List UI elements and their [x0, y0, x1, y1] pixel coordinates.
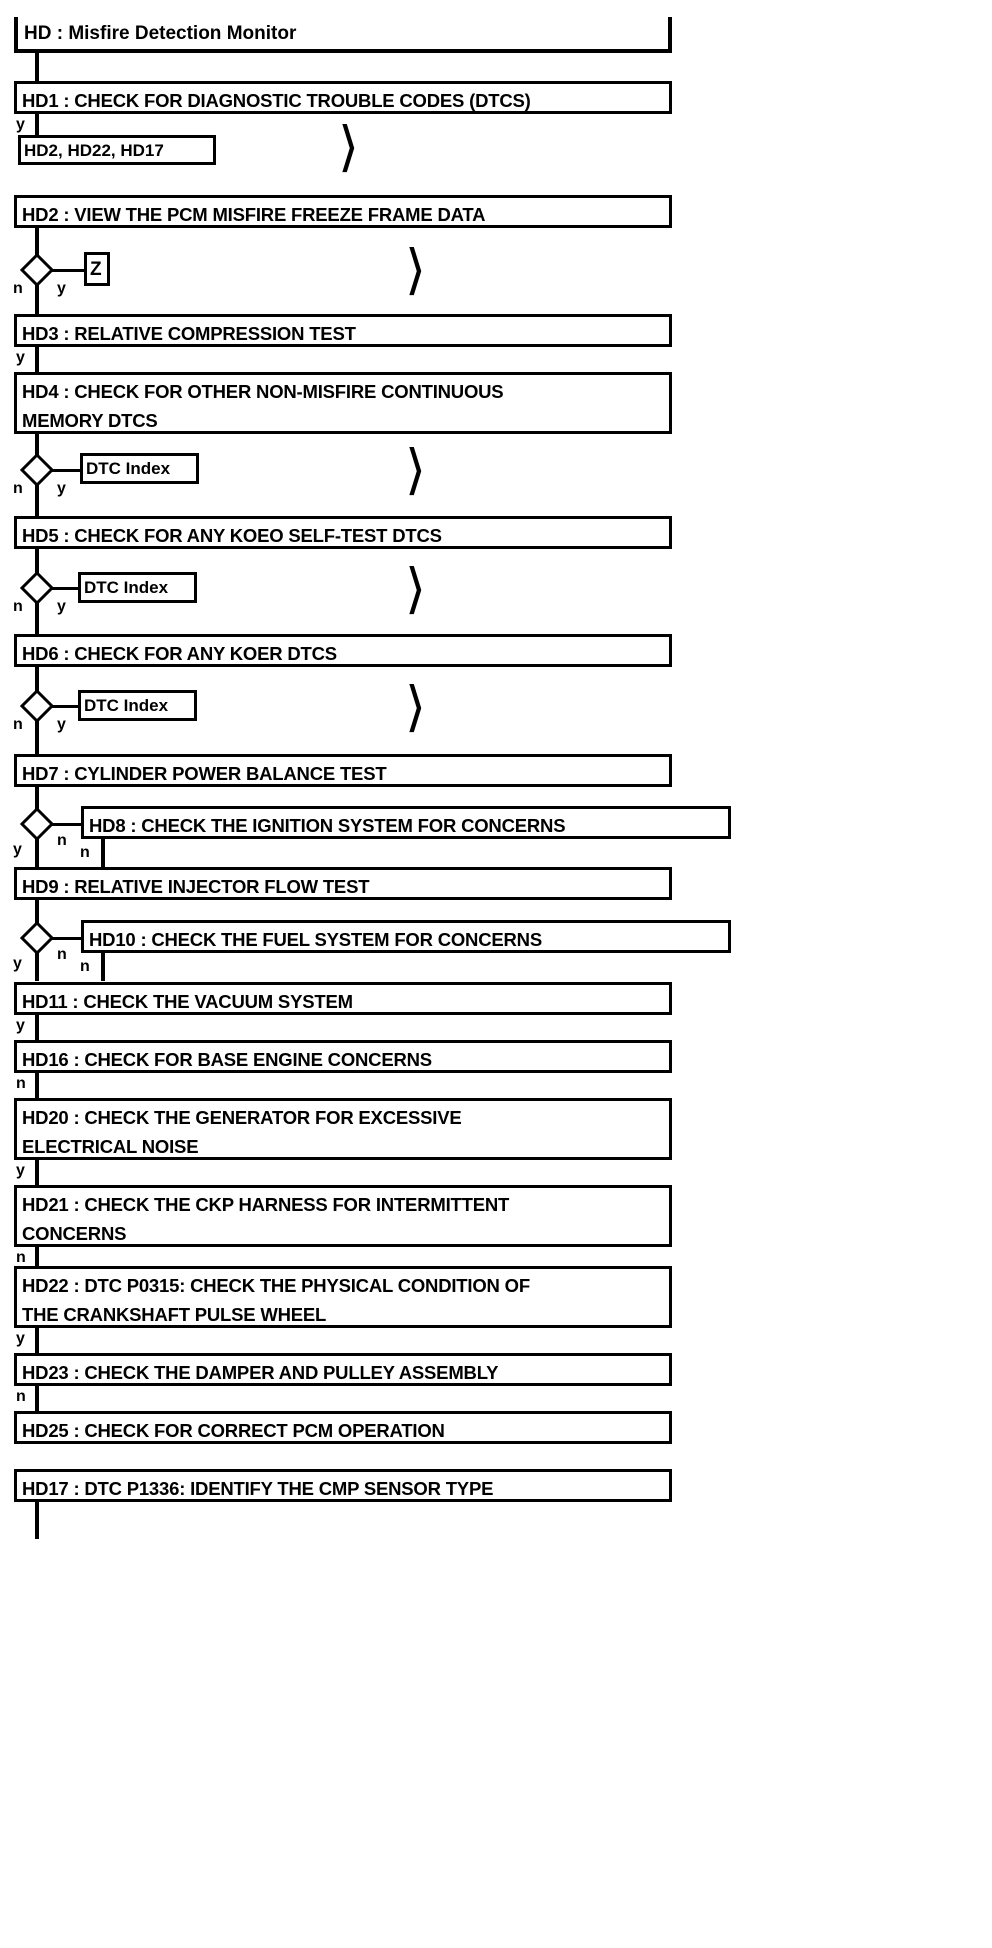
flow-title-box: HD : Misfire Detection Monitor — [14, 17, 672, 53]
node-hd25[interactable]: HD25 : CHECK FOR CORRECT PCM OPERATION — [14, 1411, 672, 1444]
node-hd22[interactable]: HD22 : DTC P0315: CHECK THE PHYSICAL CON… — [14, 1266, 672, 1328]
connector-hd21-to-hd22 — [35, 1247, 39, 1272]
ref-box-dtc-index-2[interactable]: DTC Index — [78, 572, 197, 603]
node-hd5[interactable]: HD5 : CHECK FOR ANY KOEO SELF-TEST DTCS — [14, 516, 672, 549]
connector-hd3-to-hd4 — [35, 347, 39, 374]
decision-hd6[interactable] — [20, 689, 54, 723]
connector-hd5-no-to-hd6 — [35, 602, 39, 634]
node-hd16[interactable]: HD16 : CHECK FOR BASE ENGINE CONCERNS — [14, 1040, 672, 1073]
decision-hd9[interactable] — [20, 921, 54, 955]
connector-hd9-no — [52, 937, 83, 940]
connector-title-to-hd1 — [35, 53, 39, 81]
branch-label-hd20-yes: y — [16, 1162, 25, 1179]
branch-label-hd7-yes: y — [13, 841, 22, 858]
branch-label-hd11-yes: y — [16, 1017, 25, 1034]
ref-box-hd2-hd22-hd17[interactable]: HD2, HD22, HD17 — [18, 135, 216, 165]
connector-hd4-to-decision — [35, 434, 39, 458]
node-hd8[interactable]: HD8 : CHECK THE IGNITION SYSTEM FOR CONC… — [81, 806, 731, 839]
connector-hd2-to-decision — [35, 228, 39, 255]
branch-label-hd6-yes: y — [57, 716, 66, 733]
branch-label-hd21-no: n — [16, 1249, 26, 1266]
branch-label-hd7-no: n — [57, 832, 67, 849]
branch-label-hd5-yes: y — [57, 598, 66, 615]
branch-label-hd23-no: n — [16, 1388, 26, 1405]
connector-hd10-no — [101, 953, 105, 981]
branch-label-hd1-yes: y — [16, 116, 25, 133]
connector-hd5-yes — [52, 587, 80, 590]
connector-hd2-no-to-hd3 — [35, 284, 39, 314]
connector-hd7-yes — [35, 838, 39, 867]
node-hd21[interactable]: HD21 : CHECK THE CKP HARNESS FOR INTERMI… — [14, 1185, 672, 1247]
offpage-chevron-5: ⟩ — [405, 677, 427, 737]
decision-hd2[interactable] — [20, 253, 54, 287]
connector-hd5-to-decision — [35, 549, 39, 573]
branch-label-hd2-yes: y — [57, 280, 66, 297]
offpage-chevron-3: ⟩ — [405, 440, 427, 500]
branch-label-hd5-no: n — [13, 598, 23, 615]
node-hd3[interactable]: HD3 : RELATIVE COMPRESSION TEST — [14, 314, 672, 347]
branch-label-hd16-no: n — [16, 1075, 26, 1092]
node-hd7[interactable]: HD7 : CYLINDER POWER BALANCE TEST — [14, 754, 672, 787]
branch-label-hd4-no: n — [13, 480, 23, 497]
connector-hd20-to-hd21 — [35, 1160, 39, 1185]
offpage-chevron-1: ⟩ — [338, 117, 360, 177]
decision-hd5[interactable] — [20, 571, 54, 605]
connector-hd23-to-hd25 — [35, 1386, 39, 1411]
offpage-chevron-2: ⟩ — [405, 240, 427, 300]
node-hd10[interactable]: HD10 : CHECK THE FUEL SYSTEM FOR CONCERN… — [81, 920, 731, 953]
connector-hd16-to-hd20 — [35, 1073, 39, 1098]
node-hd23[interactable]: HD23 : CHECK THE DAMPER AND PULLEY ASSEM… — [14, 1353, 672, 1386]
connector-hd6-no-to-hd7 — [35, 720, 39, 754]
connector-hd9-to-decision — [35, 900, 39, 923]
ref-box-dtc-index-3[interactable]: DTC Index — [78, 690, 197, 721]
branch-label-hd4-yes: y — [57, 480, 66, 497]
node-hd4[interactable]: HD4 : CHECK FOR OTHER NON-MISFIRE CONTIN… — [14, 372, 672, 434]
connector-hd9-yes — [35, 952, 39, 981]
node-hd2[interactable]: HD2 : VIEW THE PCM MISFIRE FREEZE FRAME … — [14, 195, 672, 228]
connector-hd7-no — [52, 823, 83, 826]
decision-hd7[interactable] — [20, 807, 54, 841]
connector-hd7-to-decision — [35, 787, 39, 809]
offpage-chevron-4: ⟩ — [405, 559, 427, 619]
branch-label-hd10-no: n — [80, 958, 90, 975]
branch-label-hd9-yes: y — [13, 955, 22, 972]
node-hd17[interactable]: HD17 : DTC P1336: IDENTIFY THE CMP SENSO… — [14, 1469, 672, 1502]
branch-label-hd9-no: n — [57, 946, 67, 963]
branch-label-hd6-no: n — [13, 716, 23, 733]
branch-label-hd2-no: n — [13, 280, 23, 297]
connector-hd2-yes — [52, 269, 85, 272]
branch-label-hd22-yes: y — [16, 1330, 25, 1347]
connector-hd11-to-hd16 — [35, 1015, 39, 1040]
node-hd6[interactable]: HD6 : CHECK FOR ANY KOER DTCS — [14, 634, 672, 667]
node-hd20[interactable]: HD20 : CHECK THE GENERATOR FOR EXCESSIVE… — [14, 1098, 672, 1160]
node-hd1[interactable]: HD1 : CHECK FOR DIAGNOSTIC TROUBLE CODES… — [14, 81, 672, 114]
node-hd11[interactable]: HD11 : CHECK THE VACUUM SYSTEM — [14, 982, 672, 1015]
branch-label-hd8-no: n — [80, 844, 90, 861]
connector-hd6-to-decision — [35, 667, 39, 691]
connector-hd8-no — [101, 839, 105, 867]
connector-hd22-to-hd23 — [35, 1328, 39, 1353]
ref-box-dtc-index-1[interactable]: DTC Index — [80, 453, 199, 484]
ref-box-z[interactable]: Z — [84, 252, 110, 286]
connector-hd4-yes — [52, 469, 82, 472]
connector-hd4-no-to-hd5 — [35, 484, 39, 516]
connector-hd6-yes — [52, 705, 80, 708]
decision-hd4[interactable] — [20, 453, 54, 487]
branch-label-hd3-yes: y — [16, 349, 25, 366]
connector-hd1-to-ref1 — [35, 114, 39, 142]
node-hd9[interactable]: HD9 : RELATIVE INJECTOR FLOW TEST — [14, 867, 672, 900]
connector-hd17-out — [35, 1502, 39, 1539]
